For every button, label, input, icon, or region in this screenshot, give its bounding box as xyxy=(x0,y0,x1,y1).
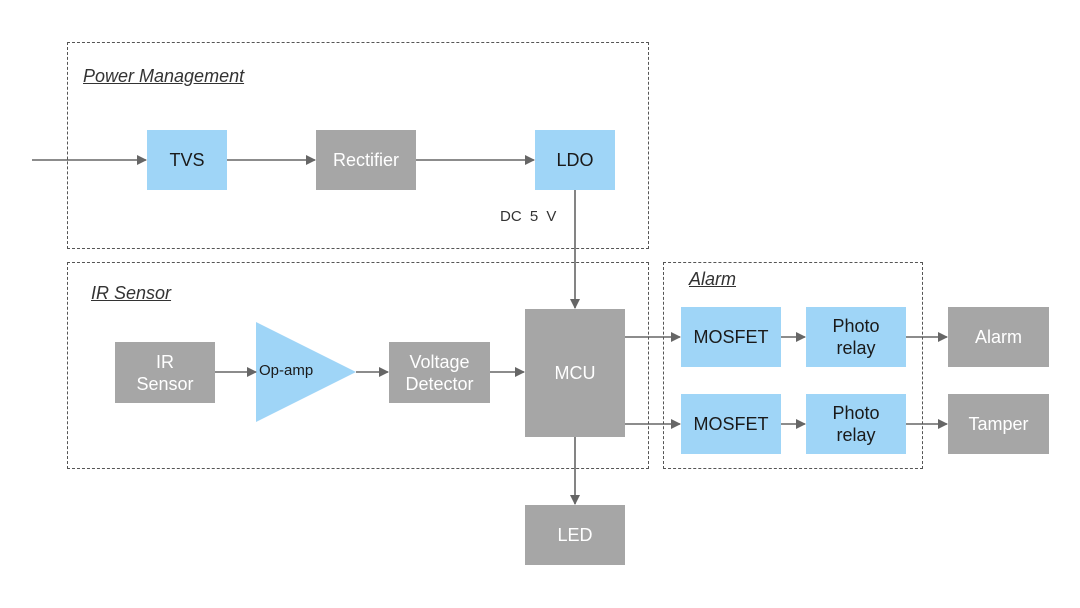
photo-relay-2-block: Photo relay xyxy=(806,394,906,454)
voltage-detector-label-line-1: Voltage xyxy=(409,351,470,372)
ir-sensor-group xyxy=(67,262,649,469)
tamper-output-block: Tamper xyxy=(948,394,1049,454)
photo-relay-1-block: Photo relay xyxy=(806,307,906,367)
ir-sensor-label-line-1: IR xyxy=(155,351,174,372)
photo-relay-2-label-line-1: Photo xyxy=(832,403,880,423)
voltage-detector-block: Voltage Detector xyxy=(389,342,490,403)
photo-relay-1-label-line-2: relay xyxy=(836,338,876,358)
rectifier-block: Rectifier xyxy=(316,130,416,190)
mcu-block: MCU xyxy=(525,309,625,437)
dc-supply-label: DC 5 V xyxy=(500,208,557,225)
alarm-group-title: Alarm xyxy=(689,269,737,289)
tvs-block: TVS xyxy=(147,130,227,190)
op-amp-label: Op-amp xyxy=(259,362,314,379)
voltage-detector-label-line-2: Detector xyxy=(405,373,474,394)
ir-sensor-label-line-2: Sensor xyxy=(136,373,194,394)
mosfet-2-block: MOSFET xyxy=(681,394,781,454)
op-amp-triangle xyxy=(256,322,356,422)
power-management-group xyxy=(67,42,649,249)
photo-relay-2-label-line-2: relay xyxy=(836,425,876,445)
ir-sensor-title: IR Sensor xyxy=(91,283,172,303)
alarm-output-block: Alarm xyxy=(948,307,1049,367)
power-management-title: Power Management xyxy=(83,66,245,86)
photo-relay-1-label-line-1: Photo xyxy=(832,316,880,336)
ldo-block: LDO xyxy=(535,130,615,190)
alarm-group xyxy=(663,262,923,469)
ir-sensor-block: IR Sensor xyxy=(115,342,215,403)
mosfet-1-block: MOSFET xyxy=(681,307,781,367)
led-block: LED xyxy=(525,505,625,565)
